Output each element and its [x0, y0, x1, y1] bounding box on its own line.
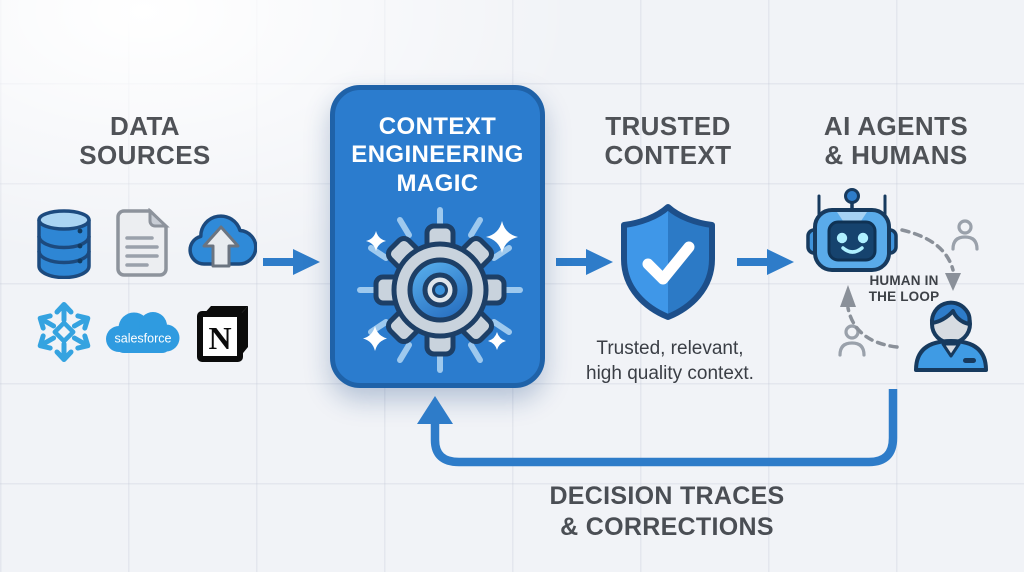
- cloud-upload-icon: [185, 208, 257, 278]
- person-icon: [908, 296, 992, 376]
- shield-check-icon: [616, 202, 720, 322]
- database-icon: [35, 209, 93, 279]
- robot-icon: [806, 186, 898, 278]
- human-in-loop-label: HUMAN IN THE LOOP: [868, 273, 940, 304]
- mini-person-top-icon: [950, 219, 980, 251]
- context-engineering-box: CONTEXT ENGINEERING MAGIC: [330, 85, 545, 388]
- trusted-caption: Trusted, relevant, high quality context.: [586, 338, 754, 385]
- salesforce-wordmark: salesforce: [115, 332, 172, 346]
- arrow-sources-to-magic: [263, 246, 321, 278]
- heading-data-sources: DATA SOURCES: [79, 111, 211, 171]
- heading-ai-agents-humans: AI AGENTS & HUMANS: [823, 111, 969, 171]
- dashed-loop-arrows: [820, 195, 1000, 365]
- arrow-trusted-to-agents: [737, 246, 795, 278]
- heading-trusted-context: TRUSTED CONTEXT: [604, 111, 732, 171]
- document-icon: [114, 208, 170, 278]
- salesforce-cloud-icon: salesforce: [103, 306, 183, 363]
- mini-person-bottom-icon: [838, 323, 866, 357]
- feedback-label: DECISION TRACES & CORRECTIONS: [549, 482, 785, 541]
- magic-box-title: CONTEXT ENGINEERING MAGIC: [351, 113, 524, 197]
- arrow-magic-to-trusted: [556, 246, 614, 278]
- gear-sparkles-icon: [345, 195, 535, 385]
- notion-letter: N: [208, 320, 231, 356]
- notion-cube-icon: N: [193, 301, 251, 363]
- snowflake-icon: [33, 300, 95, 364]
